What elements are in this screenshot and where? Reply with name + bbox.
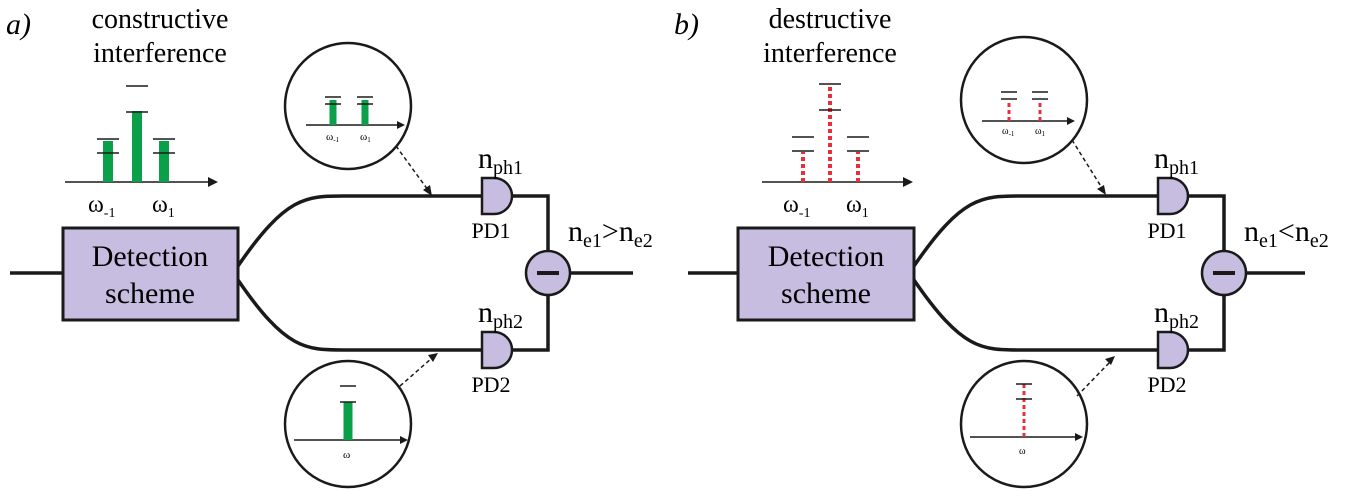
panel-b-tick-right: ω1 xyxy=(846,192,869,221)
panel-b-nph1: nph1 xyxy=(1154,142,1199,179)
panel-b-output-relation: ne1<ne2 xyxy=(1244,215,1329,252)
panel-b-pd1-label: PD1 xyxy=(1147,218,1186,243)
panel-b-zoom-top: ω-1 ω1 xyxy=(959,35,1089,165)
panel-a-upper-arm xyxy=(236,194,482,267)
panel-b-zoom-bottom-arrowhead xyxy=(1075,433,1083,441)
panel-a-zoom-top: ω-1 ω1 xyxy=(283,41,413,171)
panel-a-zoom-top-circle xyxy=(283,41,413,171)
panel-a-zoom-bottom: ω xyxy=(283,359,413,489)
panel-a-pd1-label: PD1 xyxy=(471,218,510,243)
panel-a-tick-right: ω1 xyxy=(152,192,175,221)
panel-b-pd1-shape xyxy=(1156,176,1190,216)
panel-a: a) constructive interference ω-1 ω1 xyxy=(6,4,653,489)
panel-b-upper-arm xyxy=(912,194,1158,267)
panel-b-lower-arm xyxy=(912,279,1158,352)
panel-b-zoom-bottom-pointer-head xyxy=(1105,356,1115,365)
panel-b-label: b) xyxy=(674,8,699,41)
panel-b-zoom-bottom-circle xyxy=(959,359,1089,489)
panel-b-spectrum: ω-1 ω1 xyxy=(762,83,913,221)
panel-a-nph2: nph2 xyxy=(478,296,523,333)
panel-b-zoom-bottom-pointer xyxy=(1076,361,1111,397)
panel-b-title-line2: interference xyxy=(763,38,897,69)
panel-b-zoom-top-circle xyxy=(959,35,1089,165)
panel-b-pd1-wire xyxy=(1186,194,1226,250)
panel-a-tick-left: ω-1 xyxy=(88,192,115,221)
panel-a-box-line1: Detection xyxy=(92,240,209,273)
panel-a-lower-arm xyxy=(236,279,482,352)
panel-b-nph2: nph2 xyxy=(1154,296,1199,333)
panel-b-box-line2: scheme xyxy=(781,277,871,310)
panel-a-spectrum-arrowhead xyxy=(208,177,218,187)
panel-b-zoom-top-pointer xyxy=(1071,139,1103,189)
panel-a-zoom-top-tick-left: ω-1 xyxy=(326,131,340,144)
panel-a-detection-box: Detection scheme xyxy=(61,226,240,322)
panel-b-pd2-shape xyxy=(1156,330,1190,370)
panel-a-pd1-wire xyxy=(510,194,550,250)
panel-a-title-line2: interference xyxy=(93,38,227,69)
panel-a-zoom-bottom-arrowhead xyxy=(400,436,408,444)
panel-a-zoom-bottom-pointer xyxy=(399,357,433,387)
panel-a-spectrum: ω-1 ω1 xyxy=(65,85,218,221)
panel-a-zoom-top-tick-right: ω1 xyxy=(360,131,371,144)
panel-b-zoom-top-tick-right: ω1 xyxy=(1035,126,1046,138)
panel-a-zoom-top-arrowhead xyxy=(397,121,405,129)
panel-b-zoom-top-pointer-head xyxy=(1097,185,1106,195)
panel-a-zoom-bottom-tick: ω xyxy=(343,449,350,461)
panel-a-title-line1: constructive xyxy=(92,4,229,35)
panel-b-detection-box: Detection scheme xyxy=(736,226,916,322)
panel-b-pd2-wire xyxy=(1186,296,1226,352)
panel-a-detection-rect xyxy=(61,226,240,322)
panel-a-output-relation: ne1>ne2 xyxy=(568,215,653,252)
panel-b-box-line1: Detection xyxy=(768,240,885,273)
panel-a-nph1: nph1 xyxy=(478,142,523,179)
panel-a-pd2-wire xyxy=(510,296,550,352)
panel-a-pd2-label: PD2 xyxy=(471,372,510,397)
panel-a-zoom-bottom-pointer-head xyxy=(428,353,438,362)
panel-b-spectrum-arrowhead xyxy=(903,177,913,187)
panel-a-label: a) xyxy=(6,8,31,41)
panel-a-zoom-top-pointer xyxy=(395,145,429,191)
panel-b-zoom-bottom-tick: ω xyxy=(1019,446,1026,457)
panel-b-pd2-label: PD2 xyxy=(1147,372,1186,397)
panel-b-zoom-top-tick-left: ω-1 xyxy=(1002,126,1015,138)
panel-a-box-line2: scheme xyxy=(105,277,195,310)
panel-a-pd1-shape xyxy=(480,176,514,216)
panel-b-title-line1: destructive xyxy=(769,4,892,35)
panel-b-tick-left: ω-1 xyxy=(783,192,810,221)
panel-a-pd2-shape xyxy=(480,330,514,370)
panel-b-zoom-bottom: ω xyxy=(959,359,1089,489)
panel-b-detection-rect xyxy=(736,226,916,322)
panel-b: b) destructive interference ω-1 ω1 xyxy=(674,4,1329,489)
panel-a-zoom-top-pointer-head xyxy=(423,185,432,196)
panel-b-zoom-top-arrowhead xyxy=(1067,117,1075,125)
